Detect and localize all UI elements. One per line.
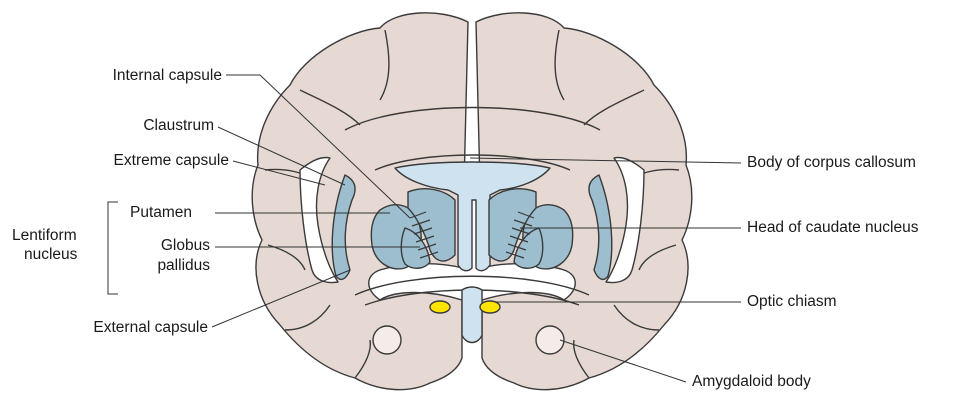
label-globus-pallidus-line2: pallidus bbox=[120, 256, 210, 275]
optic-tract-right bbox=[480, 301, 500, 313]
label-amygdaloid-body: Amygdaloid body bbox=[692, 372, 811, 391]
label-external-capsule: External capsule bbox=[40, 318, 208, 337]
label-putamen: Putamen bbox=[130, 203, 192, 222]
label-lentiform-nucleus-line2: nucleus bbox=[24, 245, 77, 264]
brain-section bbox=[252, 13, 692, 390]
label-internal-capsule: Internal capsule bbox=[70, 66, 222, 85]
optic-chiasm-stalk bbox=[462, 287, 482, 343]
label-extreme-capsule: Extreme capsule bbox=[40, 151, 229, 170]
label-head-of-caudate-nucleus: Head of caudate nucleus bbox=[747, 218, 918, 237]
optic-tract-left bbox=[430, 301, 450, 313]
label-lentiform-nucleus-line1: Lentiform bbox=[12, 226, 77, 245]
label-claustrum: Claustrum bbox=[90, 116, 214, 135]
label-optic-chiasm: Optic chiasm bbox=[747, 292, 837, 311]
lentiform-bracket bbox=[108, 202, 118, 294]
amygdaloid-body-left bbox=[373, 326, 401, 354]
label-body-of-corpus-callosum: Body of corpus callosum bbox=[747, 153, 916, 172]
amygdaloid-body-right bbox=[536, 326, 564, 354]
label-globus-pallidus-line1: Globus bbox=[120, 236, 210, 255]
